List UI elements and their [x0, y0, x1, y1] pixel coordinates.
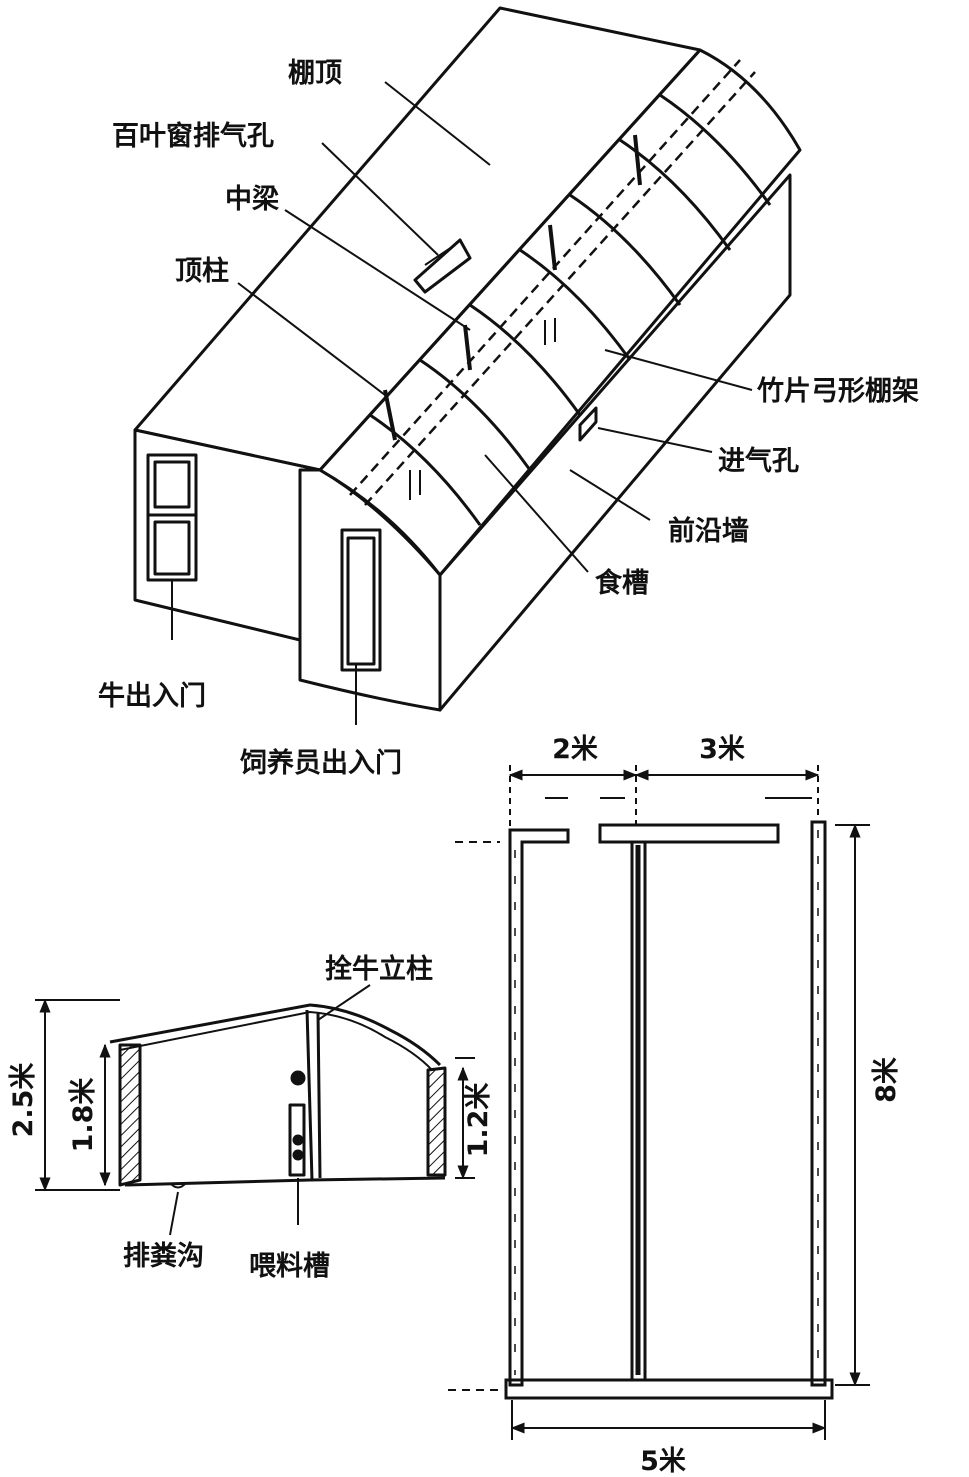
plan-dimensions	[448, 765, 870, 1440]
dim-back-height: 1.8米	[68, 1078, 99, 1153]
section-roof	[109, 1003, 442, 1067]
plan-left-wall	[508, 828, 570, 1387]
middle-beam	[349, 59, 756, 506]
label-bamboo-frame: 竹片弓形棚架	[756, 375, 919, 407]
label-manure-ditch: 排粪沟	[123, 1241, 204, 1272]
dim-plan-width: 5米	[640, 1446, 686, 1477]
air-inlet	[578, 406, 598, 442]
dim-total-height: 2.5米	[8, 1063, 39, 1138]
label-keeper-door: 饲养员出入门	[239, 747, 402, 779]
label-air-inlet: 进气孔	[718, 446, 799, 477]
manure-ditch	[169, 1182, 187, 1189]
label-middle-beam: 中梁	[225, 184, 279, 215]
dim-front-height: 1.2米	[463, 1083, 494, 1158]
louver-vent	[413, 238, 472, 294]
label-louver-vent: 百叶窗排气孔	[112, 120, 274, 152]
section-floor	[124, 1176, 446, 1187]
tie-post	[305, 1009, 322, 1181]
top-posts	[383, 134, 642, 441]
label-roof: 棚顶	[288, 58, 342, 89]
cross-section	[109, 1003, 447, 1189]
label-cattle-door: 牛出入门	[98, 681, 206, 712]
bamboo-arched-frames	[369, 93, 772, 526]
dim-plan-left: 2米	[552, 734, 598, 765]
dim-plan-length: 8米	[871, 1057, 902, 1103]
plan-center-post	[630, 842, 647, 1380]
back-wall	[118, 1043, 142, 1187]
label-top-post: 顶柱	[175, 256, 229, 287]
plan-view	[504, 820, 834, 1400]
front-edge-wall	[438, 173, 792, 712]
barn-perspective	[133, 6, 802, 712]
perspective-leaders	[171, 81, 753, 725]
label-post: 拴牛立柱	[325, 953, 433, 985]
dim-plan-right: 3米	[699, 734, 745, 765]
label-front-wall: 前沿墙	[668, 515, 749, 547]
label-feed-trough: 喂料槽	[249, 1251, 330, 1282]
section-dimensions	[35, 984, 475, 1236]
plan-right-wall	[810, 820, 827, 1387]
transparent-roof	[319, 48, 802, 576]
feed-trough	[288, 1103, 306, 1177]
plan-bottom-wall	[504, 1378, 834, 1400]
front-wall-section	[426, 1066, 447, 1177]
plan-top-beam	[598, 823, 780, 844]
label-trough: 食槽	[595, 567, 649, 599]
